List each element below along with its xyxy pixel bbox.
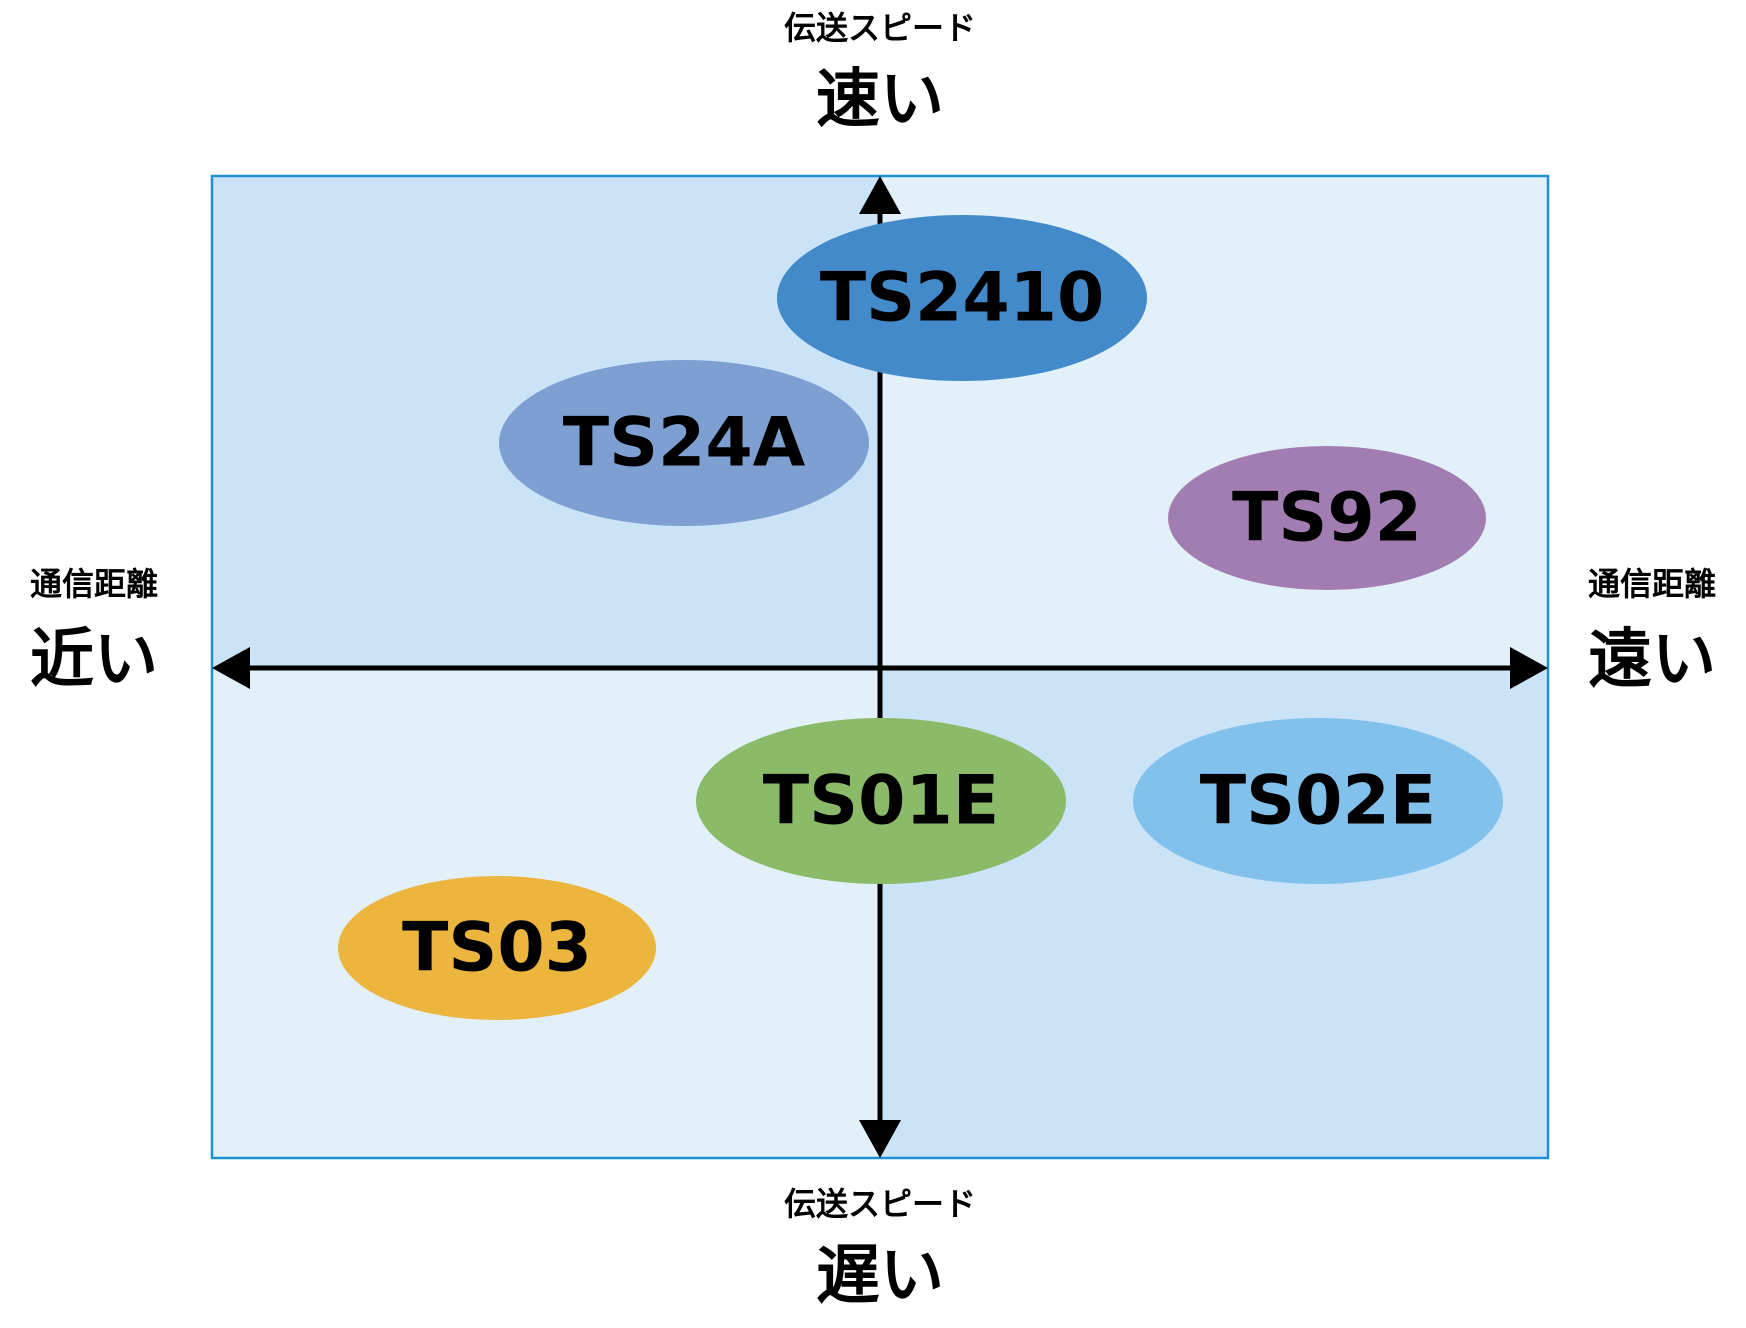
item-ellipse	[777, 215, 1147, 381]
arrow-left-icon	[212, 647, 250, 689]
item-ellipse	[1133, 718, 1503, 884]
item-ts03: TS03	[338, 876, 656, 1020]
item-ellipse	[1168, 446, 1486, 590]
item-label: TS03	[402, 909, 592, 988]
item-ts24a: TS24A	[499, 360, 869, 526]
left-axis-caption: 通信距離	[29, 565, 158, 603]
item-ts92: TS92	[1168, 446, 1486, 590]
item-label: TS01E	[763, 762, 999, 841]
bottom-axis-caption: 伝送スピード	[783, 1185, 976, 1223]
top-axis-value: 速い	[816, 63, 944, 137]
bottom-axis-value: 遅い	[816, 1239, 944, 1313]
right-axis-value: 遠い	[1588, 623, 1716, 697]
right-axis-caption: 通信距離	[1587, 565, 1716, 603]
item-label: TS24A	[563, 404, 806, 483]
item-label: TS92	[1232, 479, 1422, 558]
item-ellipse	[499, 360, 869, 526]
arrow-down-icon	[859, 1120, 901, 1158]
top-axis-caption: 伝送スピード	[783, 9, 976, 47]
item-ellipse	[696, 718, 1066, 884]
item-label: TS2410	[820, 259, 1105, 338]
item-ts01e: TS01E	[696, 718, 1066, 884]
item-ts02e: TS02E	[1133, 718, 1503, 884]
item-ellipse	[338, 876, 656, 1020]
arrow-up-icon	[859, 176, 901, 214]
item-ts2410: TS2410	[777, 215, 1147, 381]
item-label: TS02E	[1200, 762, 1436, 841]
arrow-right-icon	[1510, 647, 1548, 689]
left-axis-value: 近い	[30, 623, 158, 697]
